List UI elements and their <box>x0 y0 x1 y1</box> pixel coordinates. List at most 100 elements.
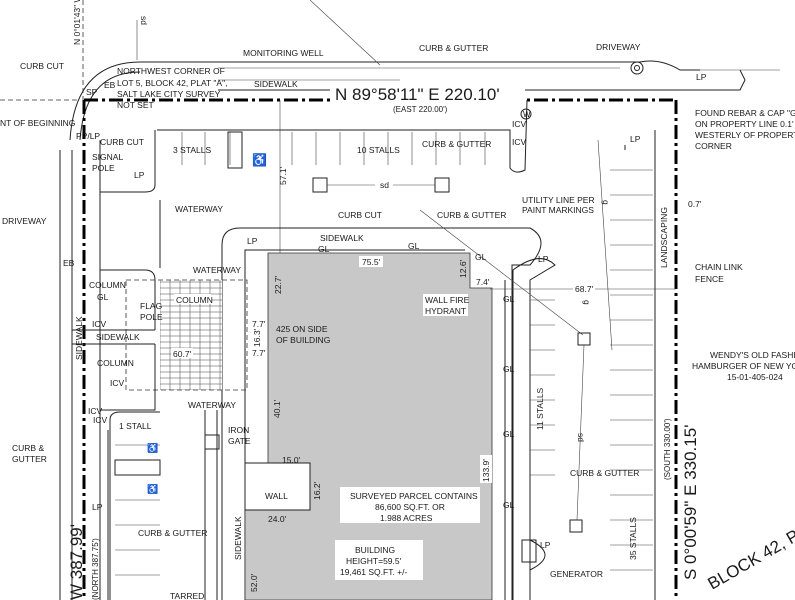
east-parking <box>419 130 676 600</box>
stalls-10-label: 10 STALLS <box>357 145 400 155</box>
side-of-building-2: OF BUILDING <box>276 335 330 345</box>
building-label-1: BUILDING <box>355 545 395 555</box>
dim-57-1: 57.1' <box>278 166 288 185</box>
north-parking <box>100 99 528 255</box>
gl-label-5: GL <box>503 294 515 304</box>
parcel-area-2: 86,600 SQ.FT. OR <box>375 502 445 512</box>
curb-and-label: CURB & <box>12 443 44 453</box>
curb-gutter-label-4: CURB & GUTTER <box>570 468 639 478</box>
wall-fire-hydrant-2: HYDRANT <box>425 306 466 316</box>
dim-15-0: 15.0' <box>282 455 301 465</box>
dim-133-9: 133.9' <box>481 459 491 482</box>
wall-fire-hydrant-1: WALL FIRE <box>425 295 470 305</box>
parcel-area-3: 1.988 ACRES <box>380 513 433 523</box>
dim-7-7: 7.7' <box>252 319 266 329</box>
accessible-parking-icon: ♿ <box>147 442 158 453</box>
utility-line-label-2: PAINT MARKINGS <box>522 205 594 215</box>
west-parking <box>109 410 218 600</box>
lp-label-2: LP <box>696 72 707 82</box>
nw-corner-line2: LOT 5, BLOCK 42, PLAT "A", <box>117 78 227 88</box>
west-boundary-bearing: W 387.99' <box>67 524 86 600</box>
curb-cut-label: CURB CUT <box>20 61 64 71</box>
sd-label: sd <box>139 16 149 25</box>
storm-drain-icon <box>569 519 583 533</box>
accessible-parking-icon: ♿ <box>147 483 158 494</box>
driveway-label: DRIVEWAY <box>596 42 641 52</box>
eb-label-2: EB <box>63 258 75 268</box>
icv-label-6: ICV <box>93 415 108 425</box>
signal-pole-label-2: POLE <box>92 163 115 173</box>
nw-corner-line4: NOT SET <box>117 100 154 110</box>
iron-gate-label-2: GATE <box>228 436 251 446</box>
found-rebar-line2: ON PROPERTY LINE 0.1' <box>695 119 794 129</box>
north-boundary-record: (EAST 220.00') <box>393 105 448 114</box>
lp-label-7: LP <box>540 540 551 550</box>
icv-label-2: ICV <box>512 137 527 147</box>
gl-label-3: GL <box>475 252 487 262</box>
chain-link-label: CHAIN LINK <box>695 262 743 272</box>
parcel-area-1: SURVEYED PARCEL CONTAINS <box>350 491 478 501</box>
dim-7-7-2: 7.7' <box>252 348 266 358</box>
sp-label: SP <box>86 87 98 97</box>
column-label-3: COLUMN <box>97 358 134 368</box>
signal-pole-label: SIGNAL <box>92 152 123 162</box>
landscaping-label: LANDSCAPING <box>659 207 669 268</box>
dim-12-6: 12.6' <box>458 259 468 278</box>
dim-40-1: 40.1' <box>272 399 282 418</box>
pp-lp-label: PP/LP <box>76 131 100 141</box>
water-meter-icon <box>520 108 532 120</box>
dim-52-0: 52.0' <box>249 573 259 592</box>
lp-label: LP <box>134 170 145 180</box>
wall-label: WALL <box>265 491 288 501</box>
gl-label: GL <box>318 244 330 254</box>
column-label-2: COLUMN <box>176 295 213 305</box>
gutter-label: GUTTER <box>12 454 47 464</box>
sd-label-3: sd <box>576 433 586 442</box>
storm-drain-icon <box>312 177 328 193</box>
dim-16-2: 16.2' <box>312 481 322 500</box>
tarred-label: TARRED <box>170 591 204 600</box>
west-boundary-record: (NORTH 387.75') <box>91 538 100 600</box>
block-label: BLOCK 42, P <box>705 526 795 593</box>
eb-label: EB <box>104 80 116 90</box>
curb-gutter-label-5: CURB & GUTTER <box>138 528 207 538</box>
lp-label-4: LP <box>247 236 258 246</box>
storm-drain-icon <box>204 434 220 450</box>
icv-label-3: ICV <box>92 319 107 329</box>
lp-label-5: LP <box>538 254 549 264</box>
dim-75-5: 75.5' <box>362 257 381 267</box>
west-bearing-top: N 0°01'43" W <box>72 0 82 45</box>
gl-label-6: GL <box>503 364 515 374</box>
driveway-label-2: DRIVEWAY <box>2 216 47 226</box>
gl-label-2: GL <box>408 241 420 251</box>
nw-corner-line3: SALT LAKE CITY SURVEY <box>117 89 221 99</box>
west-sidewalk <box>59 140 109 600</box>
side-of-building-1: 425 ON SIDE <box>276 324 328 334</box>
wall-enclosure <box>244 462 311 511</box>
building-label-2: HEIGHT=59.5' <box>346 556 402 566</box>
icv-label-4: ICV <box>110 378 125 388</box>
found-rebar-line3: WESTERLY OF PROPERTY <box>695 130 795 140</box>
east-boundary-record: (SOUTH 330.00') <box>663 418 672 480</box>
flag-pole-label: FLAG <box>140 301 162 311</box>
dim-0-7: 0.7' <box>688 199 702 209</box>
iron-gate-label: IRON <box>228 425 249 435</box>
waterway-label-3: WATERWAY <box>188 400 236 410</box>
dim-68-7: 68.7' <box>575 284 594 294</box>
stalls-35-label: 35 STALLS <box>628 517 638 560</box>
flag-pole-label-2: POLE <box>140 312 163 322</box>
fence-label: FENCE <box>695 274 724 284</box>
dim-24-0: 24.0' <box>268 514 287 524</box>
building-label-3: 19,461 SQ.FT. +/- <box>340 567 407 577</box>
storm-drain-icon <box>434 177 450 193</box>
gl-label-4: GL <box>97 292 109 302</box>
generator-icon <box>521 539 537 563</box>
dim-60-7: 60.7' <box>173 349 192 359</box>
curb-gutter-label-2: CURB & GUTTER <box>422 139 491 149</box>
adjacent-owner-1: WENDY'S OLD FASHION <box>710 350 795 360</box>
water-label: W <box>523 110 531 119</box>
waterway-label: WATERWAY <box>175 204 223 214</box>
stalls-3-label: 3 STALLS <box>173 145 211 155</box>
